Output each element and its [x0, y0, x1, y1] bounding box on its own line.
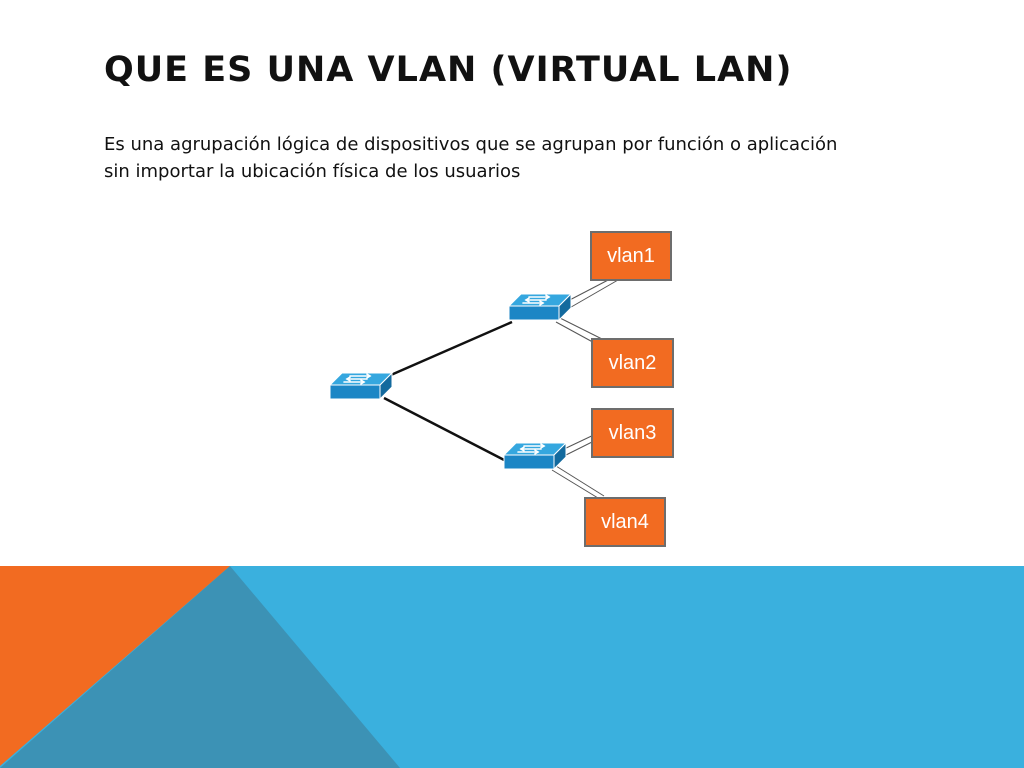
- footer-dark-triangle: [0, 566, 400, 768]
- vlan-box-2: vlan2: [591, 338, 674, 388]
- vlan-box-1: vlan1: [590, 231, 672, 281]
- trunk-link-upper: [383, 320, 513, 380]
- vlan-box-3: vlan3: [591, 408, 674, 458]
- footer-orange-triangle: [0, 566, 230, 766]
- vlan-box-4: vlan4: [584, 497, 666, 547]
- trunk-link-lower: [383, 396, 509, 464]
- slide-body-text: Es una agrupación lógica de dispositivos…: [104, 134, 838, 182]
- slide-title: QUE ES UNA VLAN (VIRTUAL LAN): [104, 50, 793, 90]
